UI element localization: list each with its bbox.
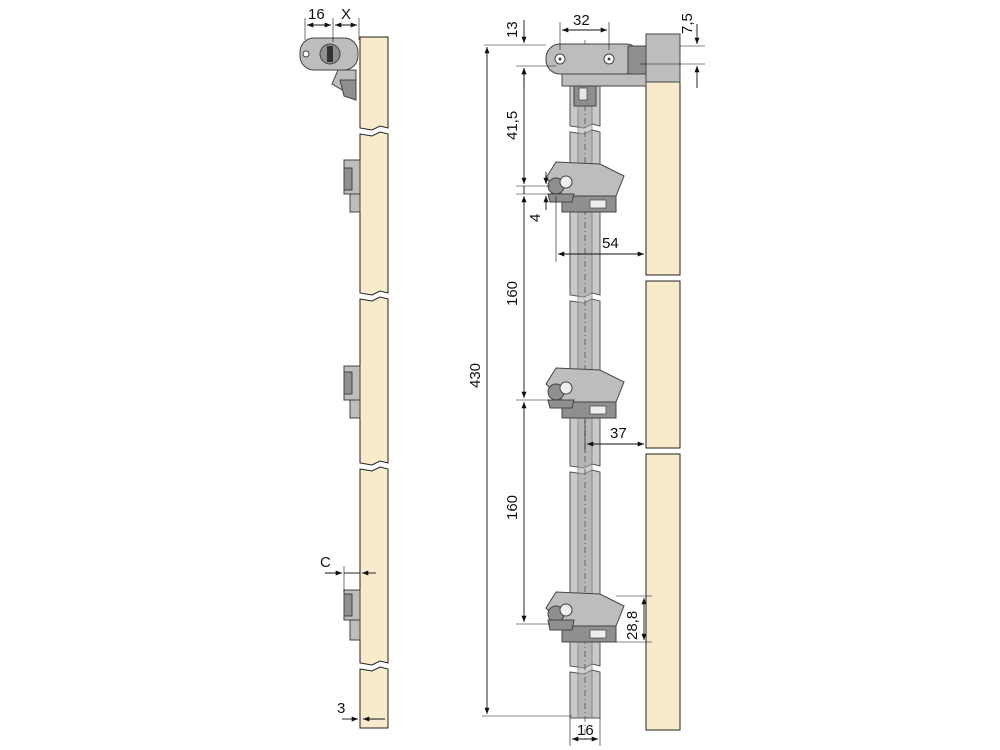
front-top-unit [545,33,681,107]
dim-28-8: 28,8 [616,595,652,643]
side-panel-segment-3 [359,296,389,466]
dim-label-430: 430 [467,363,484,388]
dim-37: 37 [584,420,644,452]
dim-3: 3 [337,700,385,722]
front-panel-2 [645,280,681,449]
dim-16-bottom: 16 [569,718,601,746]
side-bracket-1 [343,159,361,213]
dim-label-160-upper: 160 [504,281,521,306]
dim-label-28-8: 28,8 [624,611,641,640]
front-view: 32 13 7,5 430 41,5 [467,12,705,746]
dim-label-4: 4 [527,214,544,222]
front-panel-1 [645,74,681,276]
side-bracket-3 [343,589,361,641]
dim-label-13: 13 [504,21,521,38]
dim-32: 32 [559,12,610,50]
dim-c: C [320,554,376,592]
latch-3 [545,591,625,643]
dim-160-lower: 160 [504,402,550,625]
latch-1 [545,161,625,213]
dim-label-37: 37 [610,425,627,442]
dim-7-5: 7,5 [640,13,705,88]
dim-label-41-5: 41,5 [504,111,521,140]
dim-4: 4 [516,172,552,222]
side-bracket-2 [343,365,361,419]
side-panel-segment-2 [359,131,389,296]
dim-label-16-top: 16 [308,6,325,23]
dim-430: 430 [467,47,572,717]
dim-13: 13 [484,20,556,88]
side-panel-segment-4 [359,466,389,666]
side-view: 16 X C 3 [299,6,389,729]
dim-label-16-bottom: 16 [577,722,594,739]
side-panel-segment-1 [359,36,389,131]
dim-41-5: 41,5 [504,68,550,187]
dim-54: 54 [555,196,644,262]
dim-label-32: 32 [573,12,590,29]
latch-2 [545,367,625,419]
dim-label-c: C [320,554,331,571]
dim-16-x: 16 X [304,6,360,42]
dim-label-3: 3 [337,700,345,717]
dim-label-x: X [341,6,351,23]
dim-label-160-lower: 160 [504,495,521,520]
front-panel-3 [645,453,681,731]
side-top-lock [299,37,359,101]
side-panel-segment-5 [359,666,389,729]
dim-label-54: 54 [602,235,619,252]
dim-160-upper: 160 [504,196,550,401]
dim-label-7-5: 7,5 [679,13,696,34]
